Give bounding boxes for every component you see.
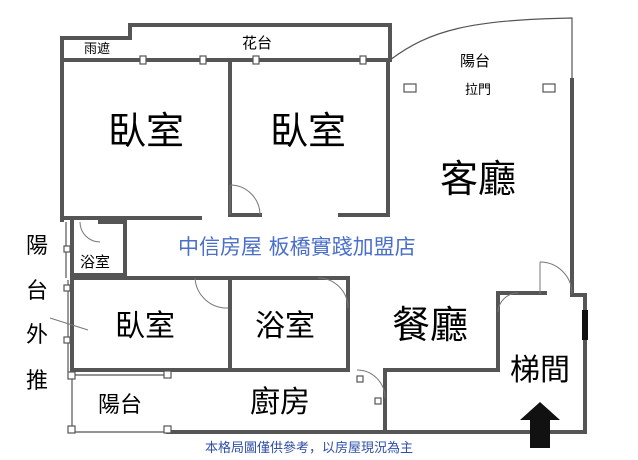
bath-small-label: 浴室: [80, 253, 110, 271]
stairwell-label: 梯間: [510, 353, 570, 388]
balcony-top-label: 陽台: [460, 52, 490, 70]
walls: [60, 23, 587, 434]
kitchen-label: 廚房: [250, 385, 310, 420]
side-note: 陽 台 外 推: [26, 234, 48, 394]
bath-label: 浴室: [255, 309, 315, 344]
window-posts: [63, 55, 556, 434]
canopy-label: 雨遮: [84, 41, 110, 57]
planter-label: 花台: [242, 34, 272, 52]
side-note-char: 陽: [26, 234, 48, 259]
bedroom-3-label: 臥室: [115, 309, 175, 344]
side-note-char: 台: [26, 279, 48, 304]
bedroom-2-label: 臥室: [270, 109, 346, 153]
side-note-char: 推: [26, 369, 48, 394]
dining-room-label: 餐廳: [392, 303, 468, 347]
disclaimer: 本格局圖僅供參考，以房屋現況為主: [205, 440, 413, 456]
side-note-pointer: [49, 317, 89, 331]
side-note-char: 外: [26, 323, 48, 348]
balcony-bottom-label: 陽台: [98, 393, 142, 418]
bedroom-1-label: 臥室: [108, 109, 184, 153]
up-arrow-icon: [520, 402, 560, 448]
sliding-door-label: 拉門: [465, 83, 491, 98]
living-room-label: 客廳: [440, 157, 516, 201]
stair-door-marker: [582, 310, 588, 340]
watermark: 中信房屋 板橋實踐加盟店: [178, 235, 416, 259]
